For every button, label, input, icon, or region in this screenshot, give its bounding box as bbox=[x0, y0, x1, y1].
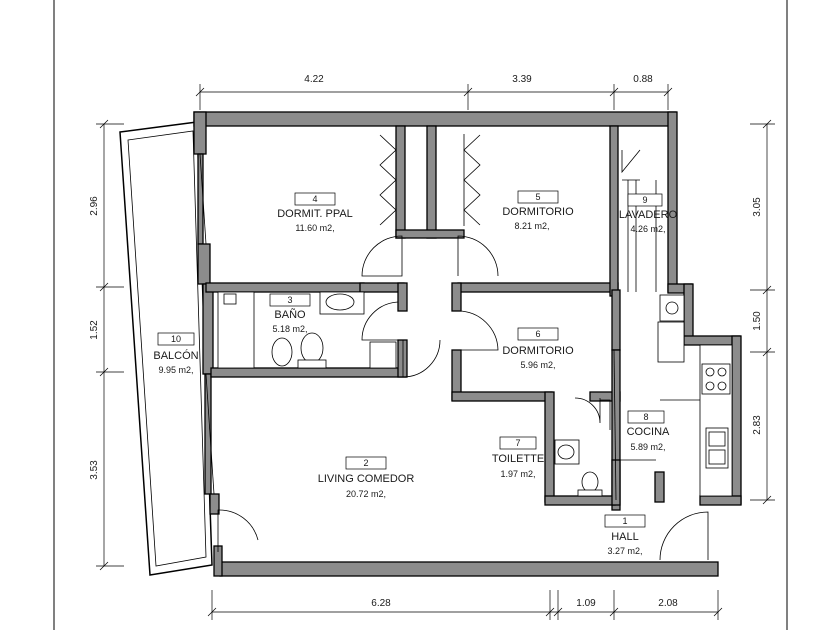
room-name: DORMITORIO bbox=[502, 345, 574, 357]
dim-left-2: 1.52 bbox=[89, 320, 100, 340]
room-name: TOILETTE bbox=[492, 453, 544, 465]
room-number-box bbox=[157, 332, 195, 346]
room-number-box bbox=[294, 192, 336, 206]
dim-top-2: 3.39 bbox=[512, 74, 532, 85]
room-number-box bbox=[517, 190, 559, 204]
dim-left-1: 2.96 bbox=[89, 196, 100, 216]
room-name: LIVING COMEDOR bbox=[318, 473, 415, 485]
door-swings bbox=[217, 149, 709, 561]
cooktop bbox=[701, 363, 731, 395]
room-number: 6 bbox=[535, 329, 540, 339]
room-area: 3.27 m2, bbox=[607, 546, 642, 556]
dim-bottom-3: 2.08 bbox=[658, 598, 678, 609]
room-name: COCINA bbox=[627, 426, 670, 438]
dimension-lines bbox=[96, 84, 775, 620]
room-name: LAVADERO bbox=[619, 209, 678, 221]
room-number: 8 bbox=[643, 412, 648, 422]
room-number-box bbox=[517, 327, 559, 341]
room-number-box bbox=[499, 436, 537, 450]
dim-right-1: 3.05 bbox=[752, 197, 763, 217]
shower-fixture bbox=[217, 291, 255, 369]
room-area: 20.72 m2, bbox=[346, 489, 386, 499]
room-area: 4.26 m2, bbox=[630, 224, 665, 234]
closet-doors bbox=[379, 134, 481, 226]
room-number: 4 bbox=[312, 194, 317, 204]
toilette-toilet bbox=[581, 471, 599, 493]
room-number-box bbox=[604, 514, 646, 528]
dim-bottom-1: 6.28 bbox=[371, 598, 391, 609]
room-number: 1 bbox=[622, 516, 627, 526]
room-area: 9.95 m2, bbox=[158, 365, 193, 375]
dim-right-2: 1.50 bbox=[752, 311, 763, 331]
fixtures bbox=[217, 291, 733, 497]
room-number-box bbox=[345, 456, 387, 470]
room-area: 11.60 m2, bbox=[295, 223, 334, 233]
room-number-box bbox=[269, 293, 311, 307]
room-number: 5 bbox=[535, 192, 540, 202]
room-area: 1.97 m2, bbox=[500, 469, 535, 479]
room-number: 3 bbox=[287, 295, 292, 305]
room-name: BALCÓN bbox=[153, 349, 198, 362]
dim-left-3: 3.53 bbox=[89, 460, 100, 480]
room-number: 2 bbox=[363, 458, 368, 468]
room-area: 8.21 m2, bbox=[514, 221, 549, 231]
room-area: 5.96 m2, bbox=[520, 360, 555, 370]
room-number-box bbox=[627, 410, 665, 424]
room-number: 9 bbox=[642, 195, 647, 205]
bidet bbox=[271, 337, 293, 367]
room-name: HALL bbox=[611, 531, 639, 543]
dim-right-3: 2.83 bbox=[752, 415, 763, 435]
dim-top-3: 0.88 bbox=[633, 74, 653, 85]
room-name: DORMIT. PPAL bbox=[277, 208, 353, 220]
room-name: BAÑO bbox=[274, 308, 306, 321]
dim-bottom-2: 1.09 bbox=[576, 598, 596, 609]
dim-top-1: 4.22 bbox=[304, 74, 324, 85]
room-number-box bbox=[627, 193, 663, 207]
room-name: DORMITORIO bbox=[502, 206, 574, 218]
room-area: 5.89 m2, bbox=[630, 442, 665, 452]
balcony bbox=[119, 121, 213, 576]
bath-toilet bbox=[300, 332, 324, 364]
room-area: 5.18 m2, bbox=[272, 324, 307, 334]
walls bbox=[193, 111, 742, 577]
room-number: 7 bbox=[515, 438, 520, 448]
room-number: 10 bbox=[171, 334, 181, 344]
